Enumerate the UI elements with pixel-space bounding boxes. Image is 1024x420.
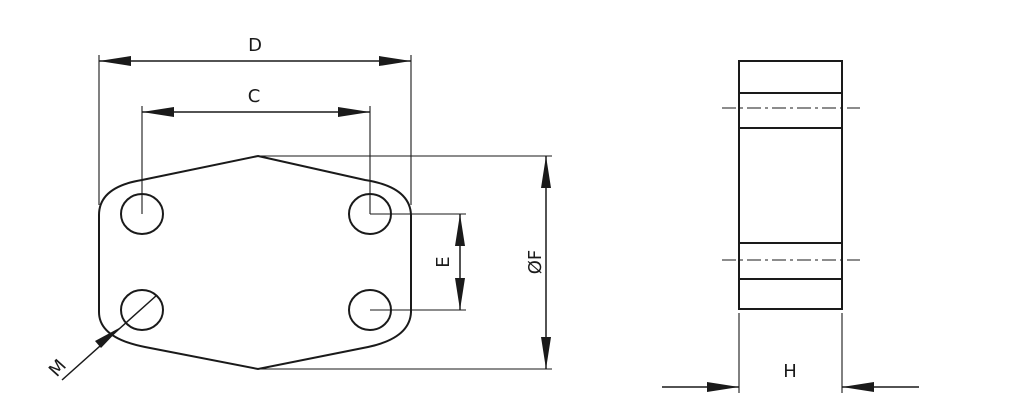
dimension-f-label: ØF [525,250,546,275]
dimension-f: ØF [525,156,551,369]
dimension-m: M [45,294,158,382]
dimension-m-label: M [45,356,71,382]
side-view: H [662,60,919,393]
dimension-d: D [99,35,411,66]
dimension-h-label: H [783,361,797,382]
front-view: D C E ØF M [45,35,552,381]
dimension-d-label: D [248,35,262,56]
dimension-c: C [142,86,370,117]
bolt-hole-bottom-left [120,289,164,331]
dimension-e-label: E [433,256,454,267]
dimension-c-label: C [248,86,261,107]
side-outline [738,60,843,310]
dimension-h: H [662,361,919,392]
flange-outline [98,154,412,371]
dimension-e: E [433,214,465,310]
